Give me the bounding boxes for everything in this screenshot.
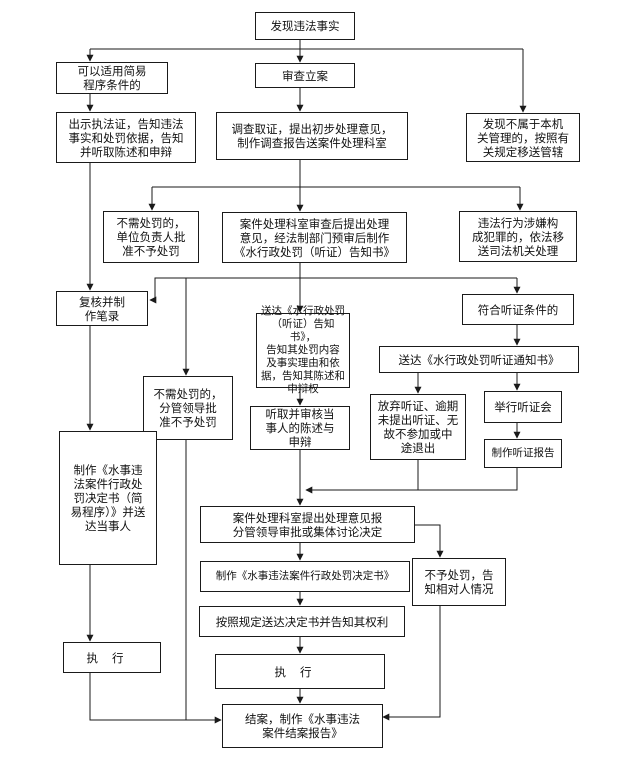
node-deliver-decision: 按照规定送达决定书并告知其权利 bbox=[199, 606, 405, 637]
node-simple-procedure: 可以适用简易 程序条件的 bbox=[56, 62, 168, 94]
node-deliver-notice: 送达《水行政处罚 （听证）告知书》， 告知其处罚内容 及事实理由和依 据，告知其… bbox=[256, 305, 350, 395]
connector-report-down bbox=[418, 468, 518, 491]
node-close-case: 结案，制作《水事违法 案件结案报告》 bbox=[222, 704, 383, 748]
node-show-certificate: 出示执法证，告知违法 事实和处罚依据，告知 并听取陈述和申辩 bbox=[56, 112, 196, 163]
node-hold-hearing: 举行听证会 bbox=[484, 391, 562, 423]
node-make-simple-decision: 制作《水事违 法案件行政处 罚决定书（简 易程序）》并送 达当事人 bbox=[59, 431, 157, 565]
node-make-decision: 制作《水事违法案件行政处罚决定书》 bbox=[200, 561, 410, 592]
node-propose-decision: 案件处理科室提出处理意见报 分管领导审批或集体讨论决定 bbox=[200, 506, 415, 543]
node-listen-review: 听取并审核当 事人的陈述与 申辩 bbox=[250, 406, 350, 450]
node-hearing-condition: 符合听证条件的 bbox=[462, 294, 574, 325]
connector-propose-to-no-punish bbox=[415, 524, 444, 558]
node-execute-right: 执行 bbox=[215, 654, 385, 689]
node-hearing-notice: 送达《水行政处罚听证通知书》 bbox=[379, 346, 579, 373]
node-review-notice: 案件处理科室审查后提出处理 意见，经法制部门预审后制作 《水行政处罚（听证）告知… bbox=[222, 212, 407, 263]
connector-no-punish-inform-to-close bbox=[382, 606, 441, 721]
node-no-punish-unit: 不需处罚的， 单位负责人批 准不予处罚 bbox=[103, 211, 199, 263]
node-no-punish-leader: 不需处罚的， 分管领导批 准不予处罚 bbox=[143, 376, 233, 440]
node-execute-left: 执行 bbox=[63, 642, 161, 673]
node-hearing-report: 制作听证报告 bbox=[484, 439, 562, 468]
node-investigate: 调查取证，提出初步处理意见， 制作调查报告送案件处理科室 bbox=[216, 112, 408, 160]
connector-to-recheck-left bbox=[154, 277, 186, 300]
connector-exec-left-to-close bbox=[89, 673, 222, 724]
node-register: 审查立案 bbox=[255, 63, 355, 88]
node-transfer-jurisdiction: 发现不属于本机 关管理的，按照有 关规定移送管辖 bbox=[466, 113, 580, 162]
node-recheck-record: 复核并制 作笔录 bbox=[56, 291, 148, 326]
node-criminal-transfer: 违法行为涉嫌构 成犯罪的，依法移 送司法机关处理 bbox=[459, 211, 577, 262]
node-no-punish-inform: 不予处罚，告 知相对人情况 bbox=[412, 558, 506, 606]
node-waive-hearing: 放弃听证、逾期 未提出听证、无 故不参加或中 途退出 bbox=[370, 394, 466, 460]
node-discover: 发现违法事实 bbox=[255, 12, 355, 40]
